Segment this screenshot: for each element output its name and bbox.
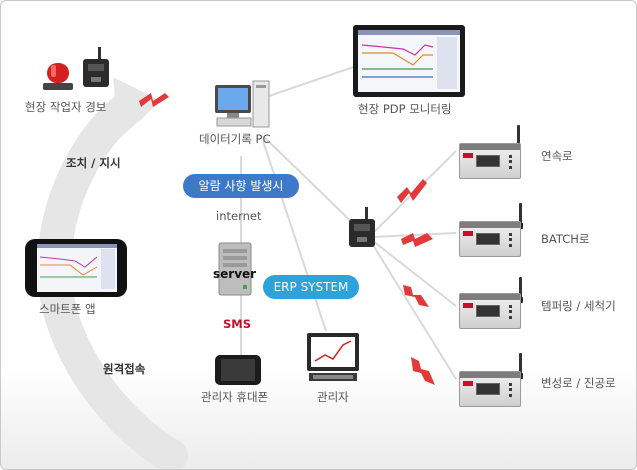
device-label-continuous: 연속로 [541,149,573,163]
manager-monitor-icon [305,331,361,389]
smartphone-icon [25,239,127,297]
furnace-icon [459,143,521,179]
internet-label: internet [216,209,262,223]
smartphone [25,239,127,297]
warning-light-icon [41,59,75,95]
wireless-gateway-icon [347,207,377,253]
device-label-batch: BATCH로 [541,232,590,246]
device-label-tempering: 템퍼링 / 세척기 [541,299,616,313]
monitor-chart-icon [353,25,465,97]
server-icon [217,241,255,301]
manager-phone-label: 관리자 휴대폰 [201,390,269,404]
wireless-receiver-icon [81,47,111,95]
desktop-pc-icon [213,79,271,133]
alarm-label: 현장 작업자 경보 [25,100,107,114]
pdp-label: 현장 PDP 모니터링 [358,102,452,116]
action-label: 조치 / 지시 [66,156,121,170]
server-label: server [213,267,257,281]
data-pc-label: 데이터기록 PC [199,132,271,146]
furnace-icon [459,371,521,407]
alarm-event-badge: 알람 사항 발생시 [183,174,299,198]
manager-label: 관리자 [317,390,349,404]
wireless-signal-icon [139,93,435,385]
furnace-icon [459,293,521,329]
remote-access-label: 원격접속 [103,362,146,376]
furnace-icon [459,221,521,257]
erp-system-badge: ERP SYSTEM [263,275,359,299]
sms-label: SMS [223,317,252,331]
pdp-monitor [353,25,465,97]
smartphone-label: 스마트폰 앱 [39,302,96,316]
device-label-vacuum: 변성로 / 진공로 [541,376,616,390]
mobile-phone-icon [215,355,261,389]
